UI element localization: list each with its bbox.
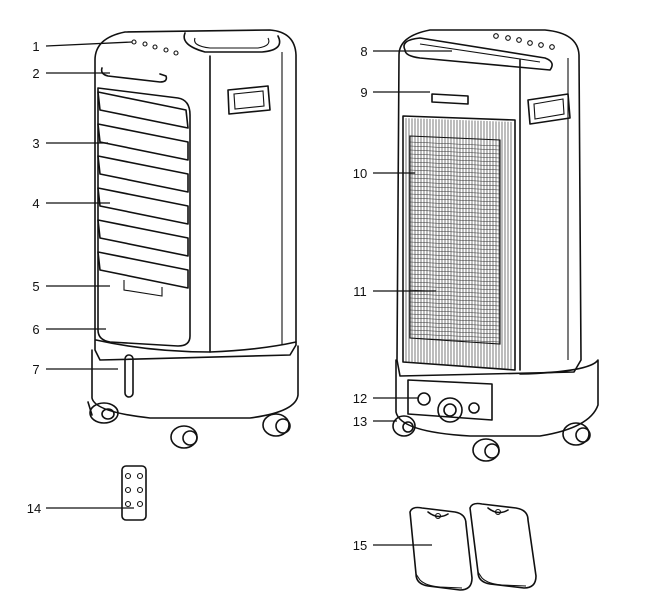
control-buttons [131,39,179,56]
grid-line [409,301,501,307]
grid-line [409,309,501,315]
grid-line [409,265,501,271]
grid-line [409,197,501,203]
callout-labels: 1 2 3 4 5 6 7 8 9 10 11 12 13 14 15 [27,39,368,553]
grid-line [409,161,501,167]
grid-line [409,249,501,255]
grid-line [409,257,501,263]
grid-line [409,325,501,331]
front-wheels [87,401,291,449]
leader-lines [45,41,452,546]
louvers [97,91,189,289]
grid-line [409,217,501,223]
ice-pack-icon [409,502,537,591]
remote-control-icon [121,465,147,521]
grid-line [409,141,501,147]
grid-line [409,285,501,291]
grid-line [409,317,501,323]
grid-line [409,329,501,335]
callout-9: 9 [360,85,367,100]
grid-line [409,181,501,187]
grid-line [409,169,501,175]
air-cooler-front-icon [87,29,299,449]
grid-line [409,253,501,259]
grid-line [409,293,501,299]
grid-line [409,241,501,247]
grid-line [409,233,501,239]
grid-line [409,185,501,191]
callout-14: 14 [27,501,41,516]
grid-line [409,305,501,311]
grid-line [409,193,501,199]
grid-line [409,189,501,195]
grid-line [409,277,501,283]
grid-line [409,245,501,251]
filter-grid [409,135,501,345]
grid-line [409,145,501,151]
grid-frame [409,135,501,345]
grid-line [409,201,501,207]
callout-6: 6 [32,322,39,337]
callout-3: 3 [32,136,39,151]
callout-8: 8 [360,44,367,59]
honeycomb-pad [405,118,512,370]
callout-5: 5 [32,279,39,294]
grid-line [409,209,501,215]
grid-line [409,153,501,159]
grid-line [409,177,501,183]
grid-line [409,333,501,339]
grid-line [409,149,501,155]
control-buttons-back [493,33,555,50]
grid-line [409,269,501,275]
callout-2: 2 [32,66,39,81]
callout-4: 4 [32,196,39,211]
grid-line [409,273,501,279]
callout-13: 13 [353,414,367,429]
grid-line [409,261,501,267]
grid-line [409,157,501,163]
grid-line [409,313,501,319]
grid-line [409,237,501,243]
callout-10: 10 [353,166,367,181]
grid-line [409,321,501,327]
grid-line [409,165,501,171]
back-wheels [392,415,591,462]
callout-15: 15 [353,538,367,553]
air-cooler-back-icon [392,29,599,462]
grid-line [409,281,501,287]
grid-line [409,213,501,219]
callout-12: 12 [353,391,367,406]
callout-7: 7 [32,362,39,377]
callout-11: 11 [353,284,367,299]
grid-line [409,229,501,235]
grid-line [409,205,501,211]
grid-line [409,221,501,227]
grid-line [409,173,501,179]
callout-1: 1 [32,39,39,54]
grid-line [409,225,501,231]
grid-line [409,297,501,303]
